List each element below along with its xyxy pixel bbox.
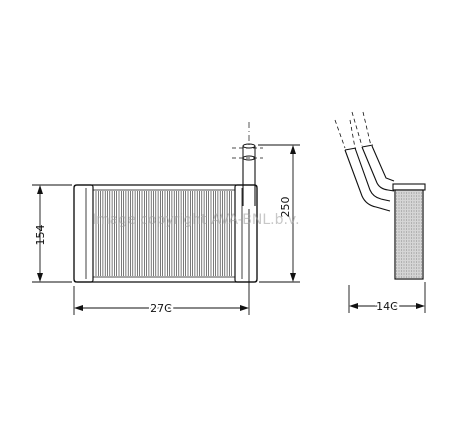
side-pipes bbox=[344, 144, 395, 212]
dimension-overall-height: 250 bbox=[258, 144, 300, 283]
core-side-block bbox=[392, 183, 426, 280]
right-tank bbox=[234, 184, 258, 283]
label-core-width: 27C bbox=[150, 302, 172, 315]
dimension-depth: 14C bbox=[348, 282, 426, 315]
label-core-height: 154 bbox=[34, 225, 47, 246]
watermark-text: Image copyright AVA-BNL.b.v. bbox=[92, 212, 300, 228]
dimension-core-width: 27C bbox=[73, 209, 250, 317]
dimension-core-height: 154 bbox=[32, 184, 72, 283]
outlet-pipe bbox=[232, 122, 263, 206]
label-overall-height: 250 bbox=[279, 197, 292, 218]
core-hatching bbox=[396, 192, 422, 278]
side-view: 14C bbox=[334, 111, 426, 315]
front-view: 154 250 27C bbox=[32, 122, 300, 317]
left-tank bbox=[73, 184, 94, 283]
core-fins bbox=[95, 191, 232, 276]
label-depth: 14C bbox=[376, 300, 398, 313]
